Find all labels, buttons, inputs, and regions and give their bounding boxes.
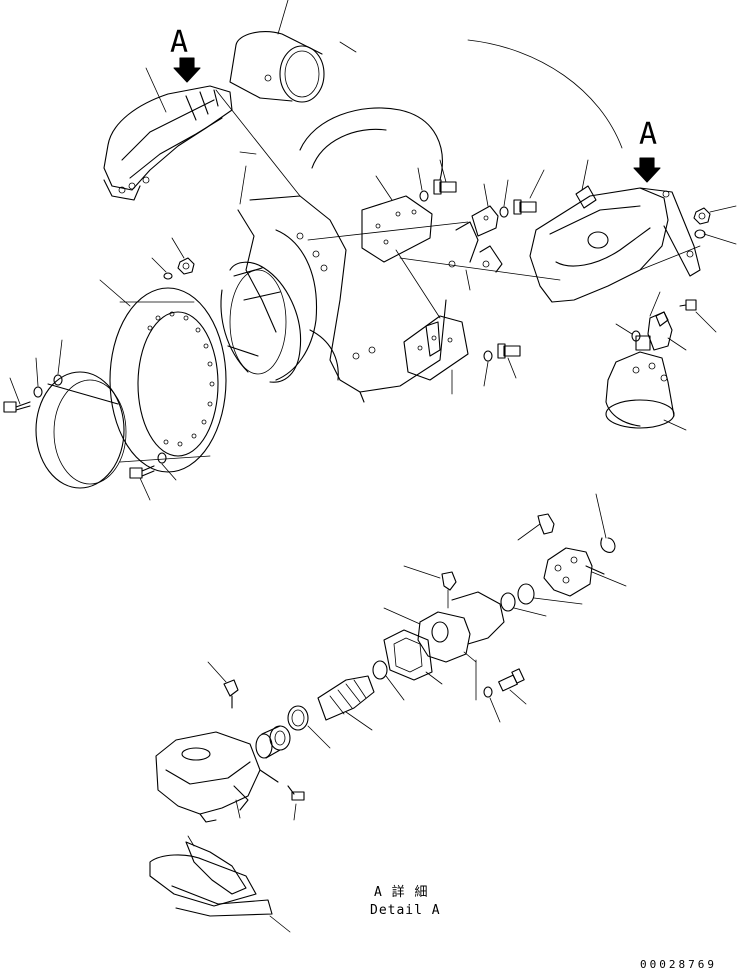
detail-caption-en: Detail A <box>370 903 441 918</box>
washer-left-1 <box>33 386 43 398</box>
caliper-right <box>529 159 701 303</box>
dust-cover <box>35 371 127 489</box>
view-arrow-left-icon <box>173 57 201 83</box>
axle-housing <box>237 107 447 403</box>
washer-upper-2 <box>499 206 509 218</box>
bracket-plate-upper <box>361 175 433 263</box>
view-arrow-right-icon <box>633 157 661 183</box>
mount-block <box>647 311 687 351</box>
brake-chamber <box>605 335 687 431</box>
caliper-detail <box>155 731 279 823</box>
wheel-hub <box>220 261 302 383</box>
washer-lower-mid <box>483 350 493 362</box>
nut-disc-top <box>163 257 195 280</box>
view-label-a-left: A <box>170 25 188 60</box>
grease-fitting <box>207 661 239 709</box>
nut-right <box>693 207 711 225</box>
bolt-upper-2 <box>513 199 537 215</box>
seal-ring <box>287 705 331 749</box>
top-cylinder <box>229 0 325 103</box>
bolt-lower-mid <box>497 343 521 359</box>
elbow-fitting-upper <box>517 513 555 541</box>
bracket-plate-lower <box>403 315 469 395</box>
bolt-lower-1 <box>129 465 155 479</box>
detail-caption-jp: A 詳 細 <box>374 884 428 900</box>
bolt-left-1 <box>3 401 31 413</box>
small-bracket <box>448 183 503 273</box>
washer-right-1 <box>694 229 706 239</box>
bolt-upper-1 <box>433 179 457 195</box>
o-ring-small <box>372 660 405 701</box>
o-ring-1 <box>517 583 583 605</box>
washer-left-2 <box>53 374 63 386</box>
drawing-number: 00028769 <box>640 958 717 971</box>
elbow-fitting-middle <box>403 565 457 609</box>
brake-disc <box>109 287 227 473</box>
view-label-a-right: A <box>639 117 657 152</box>
washer-upper-1 <box>419 190 429 202</box>
gasket <box>383 629 443 685</box>
adapter-bracket <box>383 591 505 701</box>
push-rod <box>317 675 375 731</box>
bolt-detail-right <box>498 668 527 705</box>
caliper-left <box>103 67 233 201</box>
cover-housing <box>543 547 627 597</box>
brake-pad <box>149 835 291 933</box>
snap-ring <box>595 493 616 553</box>
bolt-right-lower <box>679 299 717 333</box>
bolt-detail-bottom <box>287 785 305 821</box>
washer-detail <box>483 686 501 723</box>
bushing <box>255 725 291 759</box>
washer-lower-1 <box>157 452 167 464</box>
o-ring-2 <box>500 592 547 617</box>
washer-right-lower <box>631 330 641 342</box>
